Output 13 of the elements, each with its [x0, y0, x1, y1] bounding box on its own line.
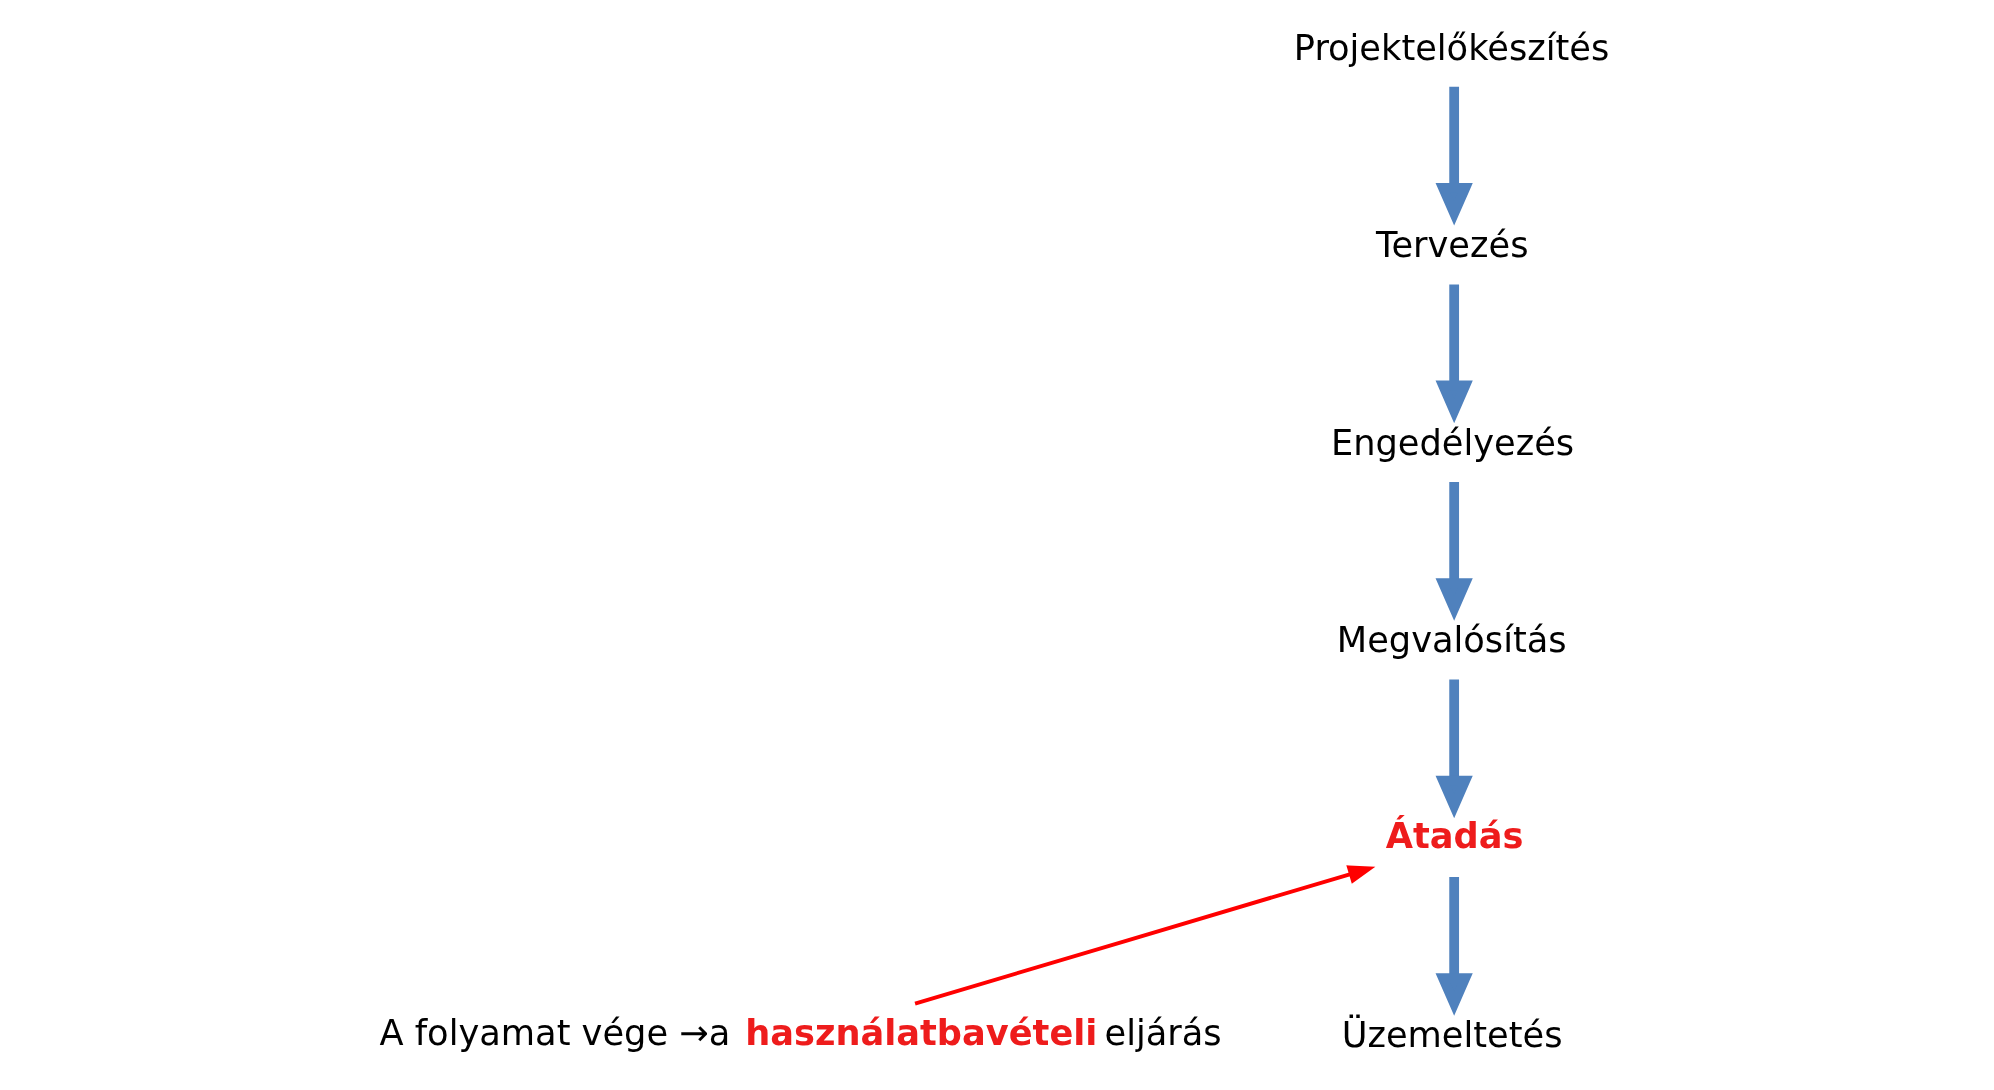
- node-text: Átadás: [1385, 814, 1524, 856]
- node-text: Üzemeltetés: [1341, 1014, 1563, 1056]
- node-text: Megvalósítás: [1336, 619, 1567, 661]
- node-text: Tervezés: [1375, 224, 1529, 266]
- arrow: [1435, 679, 1473, 819]
- arrow: [1435, 284, 1473, 424]
- arrow: [914, 865, 1376, 1006]
- arrow: [1435, 876, 1473, 1016]
- arrow: [1435, 86, 1473, 226]
- arrow: [1435, 481, 1473, 621]
- node-text: Engedélyezés: [1330, 421, 1575, 463]
- node-text: A folyamat vége →a használatbavételi eljárás: [379, 1012, 1222, 1054]
- node-text: Projektelőkészítés: [1293, 26, 1610, 68]
